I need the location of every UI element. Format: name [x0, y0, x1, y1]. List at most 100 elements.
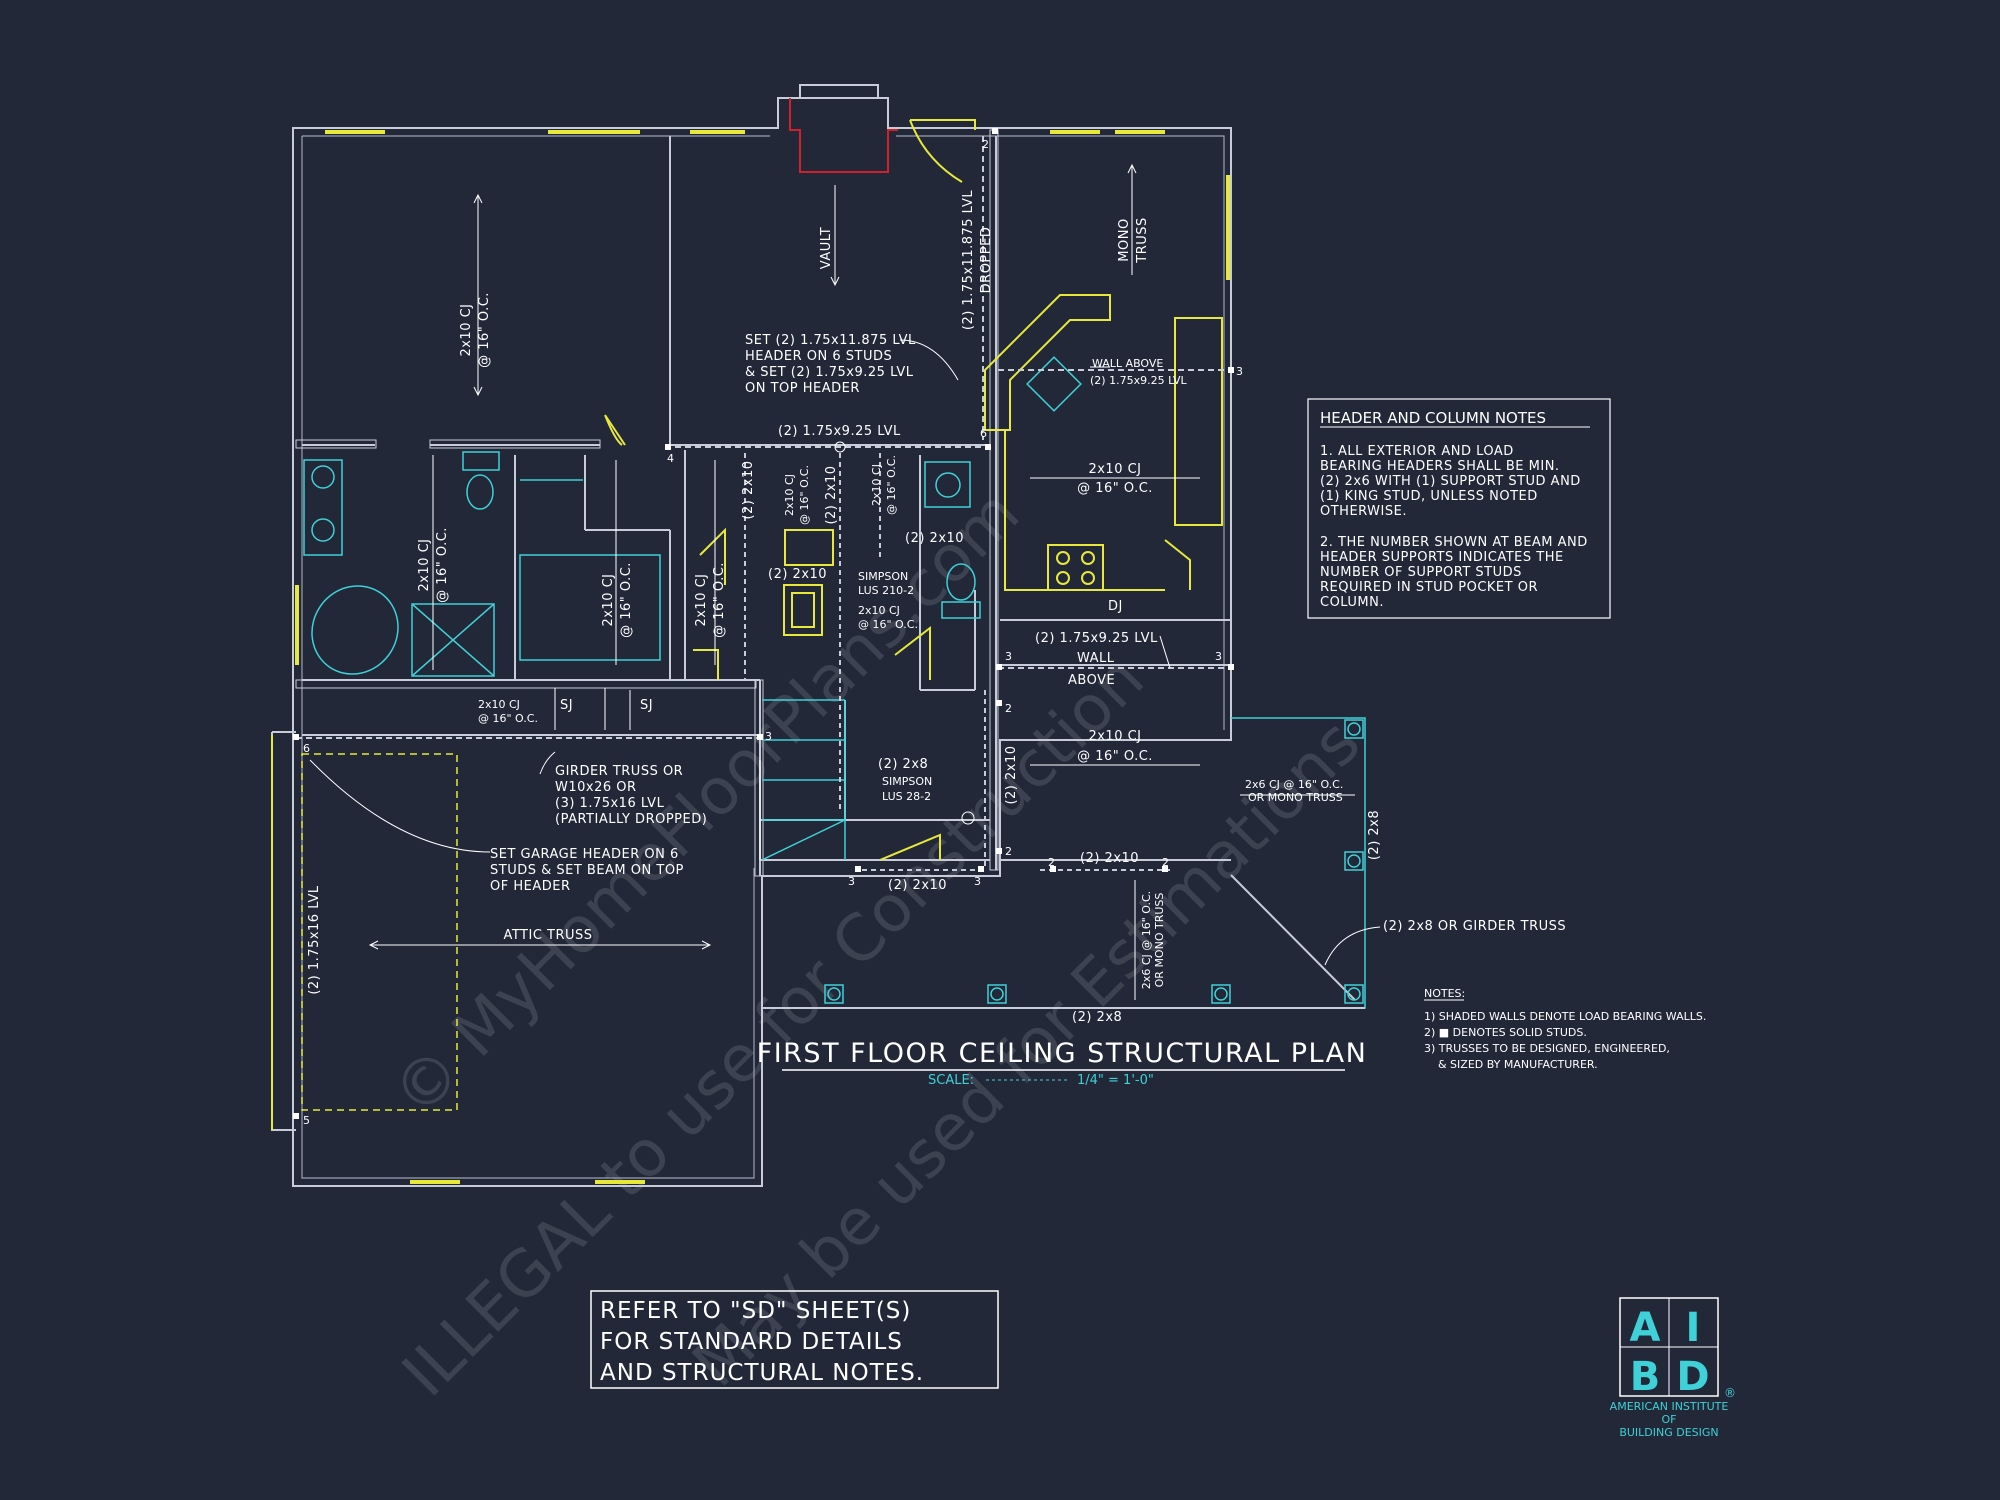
- label-cj-stair-b-1: 2x10 CJ: [870, 464, 883, 506]
- label-lvl-dropped-2: DROPPED: [979, 227, 994, 294]
- chimney: [799, 84, 879, 98]
- label-porch-cj-2: OR MONO TRUSS: [1248, 791, 1343, 804]
- stud-count: 4: [667, 452, 674, 465]
- general-notes-heading: NOTES:: [1424, 987, 1465, 1000]
- logo-name-line: BUILDING DESIGN: [1619, 1426, 1718, 1439]
- label-set-header-4: ON TOP HEADER: [745, 381, 860, 396]
- label-2x10-c: (2) 2x10: [905, 531, 964, 546]
- label-2x8-bottom: (2) 2x8: [1072, 1010, 1122, 1025]
- label-porch-cj-vert-1: 2x6 CJ @ 16" O.C.: [1140, 891, 1153, 989]
- label-girder-2: W10x26 OR: [555, 780, 637, 795]
- general-note-line: & SIZED BY MANUFACTURER.: [1424, 1058, 1598, 1071]
- general-note-line: 3) TRUSSES TO BE DESIGNED, ENGINEERED,: [1424, 1042, 1670, 1055]
- doors: [604, 119, 1191, 861]
- plan-title-block: FIRST FLOOR CEILING STRUCTURAL PLAN SCAL…: [757, 1038, 1366, 1088]
- label-set-header-2: HEADER ON 6 STUDS: [745, 349, 892, 364]
- kitchen-sink: [1026, 356, 1082, 412]
- label-set-header-3: & SET (2) 1.75x9.25 LVL: [745, 365, 914, 380]
- label-cj-stair-a-1: 2x10 CJ: [783, 474, 796, 516]
- label-cj-family-1: 2x10 CJ: [1088, 729, 1141, 744]
- porch-columns: [824, 719, 1364, 1004]
- stud-count: 5: [303, 1114, 310, 1127]
- span-arrows: [368, 163, 1355, 1000]
- label-simpson28-1: SIMPSON: [882, 775, 932, 788]
- label-cj-left-2: @ 16" O.C.: [477, 292, 492, 368]
- refer-line: FOR STANDARD DETAILS: [600, 1329, 903, 1355]
- logo-registered-mark: ®: [1724, 1386, 1736, 1400]
- label-vault: VAULT: [819, 227, 834, 269]
- label-cj-left-1: 2x10 CJ: [459, 303, 474, 356]
- beams: [296, 136, 1228, 871]
- label-cj-kitchen-1: 2x10 CJ: [1088, 462, 1141, 477]
- stud-count: 2: [1005, 702, 1012, 715]
- label-cj-stair-b-2: @ 16" O.C.: [885, 455, 898, 515]
- closet-shelves: [783, 529, 834, 636]
- label-simpson210-2: LUS 210-2: [858, 584, 914, 597]
- label-porch-cj-1: 2x6 CJ @ 16" O.C.: [1245, 778, 1343, 791]
- windows: [295, 130, 1230, 1184]
- label-2x10-b: (2) 2x10: [824, 465, 839, 524]
- label-cj-small-2: @ 16" O.C.: [858, 618, 918, 631]
- hc-note-line: (1) KING STUD, UNLESS NOTED: [1320, 489, 1538, 504]
- stud-count: 6: [303, 742, 310, 755]
- logo-letter-i: I: [1686, 1305, 1701, 1351]
- logo-letter-d: D: [1676, 1354, 1709, 1400]
- hc-note-line: (2) 2x6 WITH (1) SUPPORT STUD AND: [1320, 474, 1581, 489]
- label-cj-hall-1: 2x10 CJ: [694, 573, 709, 626]
- plan-labels: 2x10 CJ @ 16" O.C. VAULT MONO TRUSS (2) …: [303, 138, 1566, 1127]
- hc-note-line: REQUIRED IN STUD POCKET OR: [1320, 580, 1538, 595]
- label-cj-bath-2: @ 16" O.C.: [435, 527, 450, 603]
- hc-note-line: OTHERWISE.: [1320, 504, 1407, 519]
- scale-value: 1/4" = 1'-0": [1077, 1073, 1154, 1088]
- logo-name-line: OF: [1662, 1413, 1677, 1426]
- stud-count: 3: [1005, 650, 1012, 663]
- stud-count: 2: [982, 138, 989, 151]
- fireplace: [789, 98, 898, 173]
- label-cj-closet-1: 2x10 CJ: [601, 573, 616, 626]
- label-2x8-a: (2) 2x8: [878, 757, 928, 772]
- hc-note-line: NUMBER OF SUPPORT STUDS: [1320, 565, 1522, 580]
- logo-letter-b: B: [1630, 1354, 1661, 1400]
- stud-count: 6: [980, 427, 987, 440]
- label-lvl925-mid: (2) 1.75x9.25 LVL: [778, 424, 901, 439]
- label-garage-header-2: STUDS & SET BEAM ON TOP: [490, 863, 684, 878]
- label-2x10-bottom: (2) 2x10: [1080, 851, 1139, 866]
- label-cj-kitchen-2: @ 16" O.C.: [1077, 481, 1153, 496]
- label-mono-1: MONO: [1117, 218, 1132, 261]
- label-2x10-vert: (2) 2x10: [1004, 745, 1019, 804]
- garage-header-outline: [301, 753, 458, 1111]
- refer-line: AND STRUCTURAL NOTES.: [600, 1360, 924, 1386]
- logo-name-line: AMERICAN INSTITUTE: [1610, 1400, 1729, 1413]
- label-cj-hall-2: @ 16" O.C.: [712, 562, 727, 638]
- label-2x8-girder: (2) 2x8 OR GIRDER TRUSS: [1383, 919, 1566, 934]
- column-marker-2: [834, 441, 846, 453]
- solid-studs: [293, 128, 1234, 1119]
- label-attic-truss: ATTIC TRUSS: [503, 928, 592, 943]
- refer-line: REFER TO "SD" SHEET(S): [600, 1298, 911, 1324]
- label-cj-stair-a-2: @ 16" O.C.: [798, 465, 811, 525]
- label-garage-header-3: OF HEADER: [490, 879, 570, 894]
- hc-notes-heading: HEADER AND COLUMN NOTES: [1320, 409, 1546, 427]
- header-column-notes: HEADER AND COLUMN NOTES 1. ALL EXTERIOR …: [1307, 398, 1611, 619]
- stud-count: 2: [1162, 856, 1169, 869]
- stud-count: 3: [765, 730, 772, 743]
- label-lvl925-wall: (2) 1.75x9.25 LVL: [1035, 631, 1158, 646]
- hc-note-line: COLUMN.: [1320, 595, 1384, 610]
- label-wall: WALL: [1077, 651, 1115, 666]
- exterior-wall-inner: [301, 135, 1225, 1179]
- label-dj: DJ: [1108, 599, 1123, 614]
- scale-label: SCALE:: [928, 1073, 974, 1088]
- stud-count: 2: [1048, 856, 1055, 869]
- refer-box: REFER TO "SD" SHEET(S) FOR STANDARD DETA…: [590, 1290, 999, 1389]
- exterior-wall-main: [292, 97, 1232, 1187]
- general-notes: NOTES: 1) SHADED WALLS DENOTE LOAD BEARI…: [1424, 987, 1706, 1071]
- stairs: [761, 699, 846, 861]
- hc-note-line: BEARING HEADERS SHALL BE MIN.: [1320, 459, 1560, 474]
- bath-fixtures: [303, 451, 981, 677]
- hc-note-line: 2. THE NUMBER SHOWN AT BEAM AND: [1320, 535, 1588, 550]
- leader-lines: [309, 339, 1381, 966]
- kitchen-cabinets: [984, 294, 1223, 591]
- label-girder-4: (PARTIALLY DROPPED): [555, 812, 707, 827]
- label-garage-lvl: (2) 1.75x16 LVL: [307, 885, 322, 995]
